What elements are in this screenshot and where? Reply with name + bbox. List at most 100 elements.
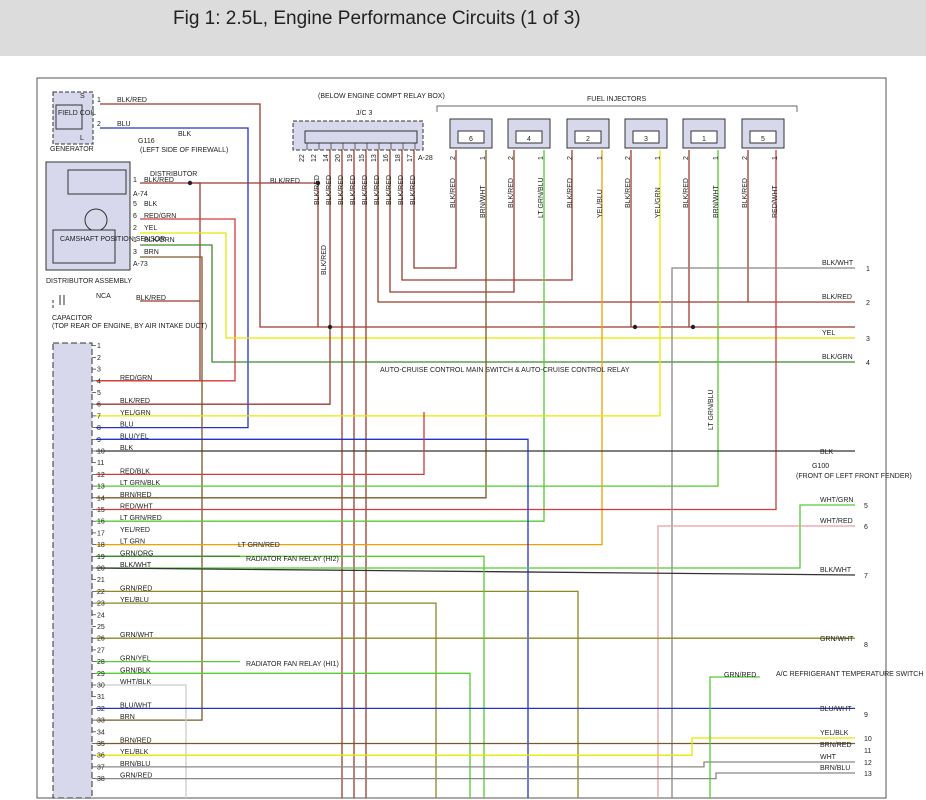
auto-cruise-label: AUTO-CRUISE CONTROL MAIN SWITCH & AUTO-C… bbox=[380, 367, 630, 374]
relay-box-label: (BELOW ENGINE COMPT RELAY BOX) bbox=[318, 93, 445, 100]
injector-pin-left: 2 bbox=[683, 156, 690, 160]
figure-title: Fig 1: 2.5L, Engine Performance Circuits… bbox=[173, 8, 581, 29]
wire-jc3-12 bbox=[190, 182, 319, 327]
wire-dist-blk-grn bbox=[140, 244, 855, 363]
nca-label: NCA bbox=[96, 293, 111, 300]
wire-jc3-14 bbox=[96, 150, 331, 405]
injector-pin-right: 1 bbox=[713, 156, 720, 160]
right-connector-wire-label: BLK/WHT bbox=[822, 260, 854, 267]
distributor-pin-wire-label: BLK/RED bbox=[144, 177, 174, 184]
distributor-pin-num: 1 bbox=[133, 177, 137, 184]
ecm-location-label: (TOP REAR OF ENGINE, BY AIR INTAKE DUCT) bbox=[52, 323, 207, 330]
injector-coil bbox=[749, 130, 777, 144]
ecm-pin-wire-label: LT GRN bbox=[120, 539, 145, 546]
injector-pin-left: 2 bbox=[508, 156, 515, 160]
wire-ecm-23 bbox=[96, 602, 437, 798]
ecm-pin-wire-label: GRN/BLK bbox=[120, 667, 151, 674]
injector-id: 2 bbox=[586, 136, 590, 143]
ecm-pin-num: 38 bbox=[97, 776, 105, 783]
jc3-pin-wire-label: BLK/RED bbox=[374, 175, 381, 205]
right-connector-wire-label: BLK/WHT bbox=[820, 567, 852, 574]
ecm-pin-wire-label: GRN/RED bbox=[120, 585, 152, 592]
g100-ground: G100 (FRONT OF LEFT FRONT FENDER) BLK bbox=[796, 449, 912, 480]
ecm-pin-num: 22 bbox=[97, 589, 105, 596]
generator-pin-wire-label: BLU bbox=[117, 121, 131, 128]
ecm-pin-num: 17 bbox=[97, 530, 105, 537]
ecm-pin-num: 9 bbox=[97, 437, 101, 444]
right-connector-num: 7 bbox=[864, 573, 868, 580]
ecm-pin-num: 16 bbox=[97, 519, 105, 526]
wire-jc3-16 bbox=[389, 150, 515, 293]
injector-id: 6 bbox=[469, 136, 473, 143]
jc3-pin-num: 18 bbox=[395, 154, 402, 162]
ecm-pin-wire-label: BRN bbox=[120, 714, 135, 721]
distributor-pin-wire-label: BLK/GRN bbox=[144, 237, 175, 244]
g100-label: G100 bbox=[812, 463, 829, 470]
g100-wire-label: BLK bbox=[820, 449, 834, 456]
wire-inj1-right bbox=[96, 150, 719, 487]
ecm-pin-wire-label: YEL/BLU bbox=[120, 597, 149, 604]
wire-inj3-right bbox=[96, 150, 661, 417]
generator: FIELD COIL S L GENERATOR bbox=[50, 91, 96, 153]
splice-dot bbox=[327, 324, 333, 330]
title-bar: Fig 1: 2.5L, Engine Performance Circuits… bbox=[0, 0, 926, 56]
ecm-pin-wire-label: YEL/RED bbox=[120, 527, 150, 534]
distributor-assembly: CAMSHAFT POSITION SENSOR DISTRIBUTOR ASS… bbox=[45, 161, 197, 285]
right-connector-num: 3 bbox=[866, 336, 870, 343]
splice-dot bbox=[690, 324, 696, 330]
wire-right-7 bbox=[95, 567, 856, 576]
jc3-pin-wire-label: BLK/RED bbox=[314, 175, 321, 205]
right-connector-wire-label: BRN/BLU bbox=[820, 765, 850, 772]
jc3-junction: (BELOW ENGINE COMPT RELAY BOX) J/C 3 A-2… bbox=[270, 93, 445, 275]
right-connector-wire-label: WHT/RED bbox=[820, 518, 853, 525]
field-coil-label: FIELD COIL bbox=[58, 110, 96, 117]
distributor-pin-wire-label: YEL bbox=[144, 225, 157, 232]
jc3-pin-num: 16 bbox=[383, 154, 390, 162]
jc3-pin-wire-label: BLK/RED bbox=[338, 175, 345, 205]
ecm-pin-wire-label: YEL/BLK bbox=[120, 749, 149, 756]
injector-wire-right: BRN/WHT bbox=[480, 185, 487, 218]
wire-ac-sensor bbox=[709, 676, 760, 798]
jc3-pin-num: 15 bbox=[359, 154, 366, 162]
wire-ecm-30 bbox=[96, 684, 187, 798]
ecm-pin-num: 32 bbox=[97, 706, 105, 713]
injector-pin-left: 2 bbox=[742, 156, 749, 160]
ecm-pin-num: 14 bbox=[97, 495, 105, 502]
ecm-pin-wire-label: BLU/YEL bbox=[120, 433, 149, 440]
ecm-pin-wire-label: GRN/ORG bbox=[120, 550, 153, 557]
capacitor-label: CAPACITOR bbox=[52, 315, 92, 322]
ac-sensor-label: A/C REFRIGERANT TEMPERATURE SWITCH bbox=[776, 671, 923, 678]
ecm-pin-wire-label: BRN/RED bbox=[120, 492, 152, 499]
right-connector-num: 6 bbox=[864, 524, 868, 531]
a73-label: A-73 bbox=[133, 261, 148, 268]
ecm-pin-num: 34 bbox=[97, 729, 105, 736]
injector-wire-left: BLK/RED bbox=[567, 178, 574, 208]
wire-right-12 bbox=[96, 761, 855, 768]
injector-wire-left: BLK/RED bbox=[683, 178, 690, 208]
wire-inj5-right bbox=[96, 150, 777, 511]
ecm-pin-num: 26 bbox=[97, 636, 105, 643]
ecm-pin-num: 27 bbox=[97, 647, 105, 654]
ecm-pin-wire-label: LT GRN/BLK bbox=[120, 480, 161, 487]
wires-layer bbox=[95, 103, 856, 798]
jc3-pin-num: 13 bbox=[371, 154, 378, 162]
ecm-connector bbox=[52, 342, 93, 799]
ecm-pin-num: 15 bbox=[97, 507, 105, 514]
injector-pin-right: 1 bbox=[655, 156, 662, 160]
right-connector-wire-label: YEL/BLK bbox=[820, 730, 849, 737]
jc3-pin-wire-label: BLK/RED bbox=[326, 175, 333, 205]
radiator-fan-hi1-label: RADIATOR FAN RELAY (HI1) bbox=[246, 661, 339, 668]
a28-label: A-28 bbox=[418, 155, 433, 162]
right-connector-num: 8 bbox=[864, 642, 868, 649]
ecm-pin-num: 31 bbox=[97, 694, 105, 701]
wire-jc3-17 bbox=[413, 150, 457, 269]
injector-id: 1 bbox=[702, 136, 706, 143]
ecm-pin-num: 33 bbox=[97, 718, 105, 725]
distributor-pin-wire-label: BLK bbox=[144, 201, 158, 208]
jc3-pin-wire-label: BLK/RED bbox=[410, 175, 417, 205]
wire-dist-red-grn bbox=[96, 218, 236, 382]
jc3-splice-wire-label: BLK/RED bbox=[321, 245, 328, 275]
ecm-pin-wire-label: LT GRN/RED bbox=[120, 515, 162, 522]
